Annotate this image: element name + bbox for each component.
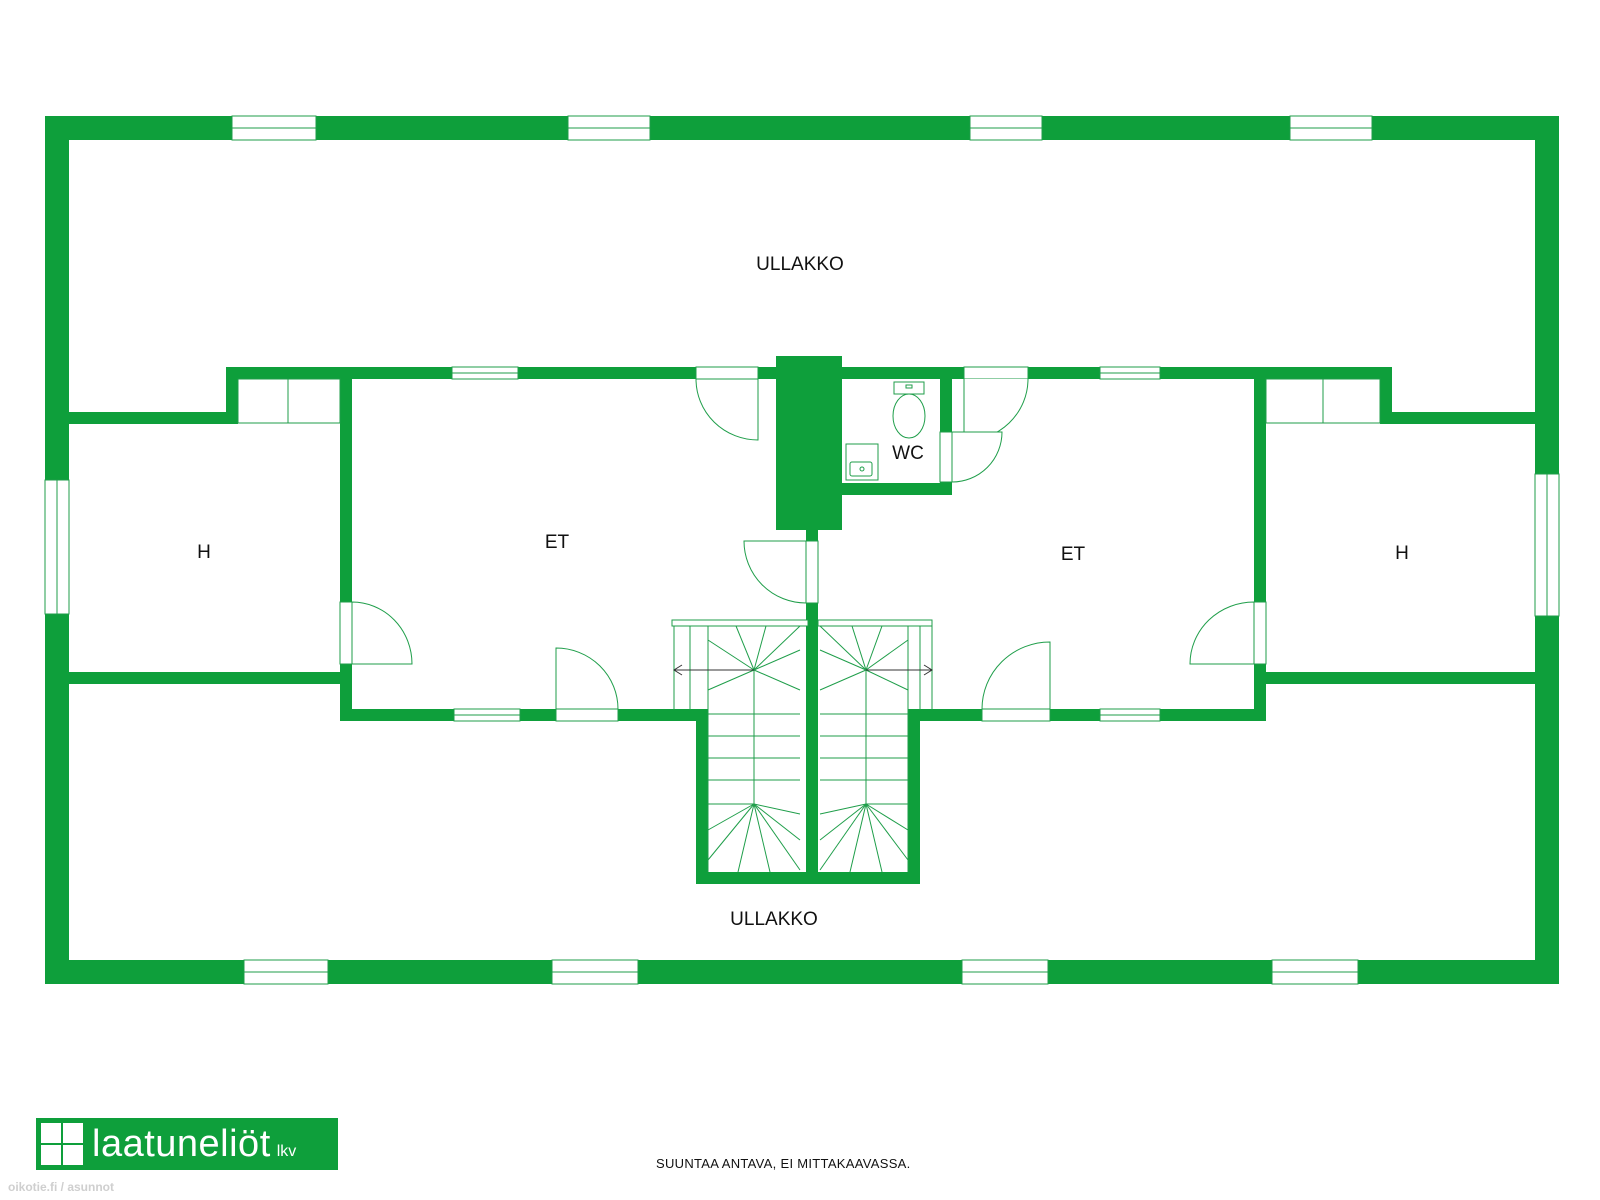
- stair-wall-bottom: [696, 872, 920, 884]
- wall-hall-right-bottom: [920, 709, 1266, 721]
- wc-fixtures: [845, 381, 926, 481]
- room-label-hall-left: ET: [545, 532, 570, 553]
- core-wall-notch-right: [1380, 367, 1392, 416]
- door-swing: [743, 540, 807, 604]
- stair-wall-right: [908, 709, 920, 884]
- scale-disclaimer: SUUNTAA ANTAVA, EI MITTAKAAVASSA.: [656, 1156, 911, 1171]
- wall-hall-left-outer: [340, 379, 352, 721]
- door-opening: [555, 708, 619, 722]
- wardrobe-left: [237, 378, 341, 424]
- stairs: [671, 619, 933, 873]
- wall-bedroom-left-bottom: [69, 672, 340, 684]
- wall-bedroom-right-bottom: [1266, 672, 1535, 684]
- flush-button: [905, 384, 913, 389]
- watermark: oikotie.fi / asunnot: [8, 1180, 115, 1194]
- door-opening: [1253, 601, 1267, 665]
- logo-squares-icon: [38, 1120, 86, 1168]
- room-label-bedroom-right: H: [1395, 543, 1409, 564]
- chimney: [776, 356, 842, 530]
- door-swing: [351, 601, 413, 665]
- door-swing: [695, 378, 759, 441]
- door-opening: [695, 366, 759, 380]
- stair-wall-left: [696, 709, 708, 884]
- brand-suffix: lkv: [276, 1143, 297, 1160]
- door-opening: [963, 366, 1029, 380]
- door-swing: [555, 647, 619, 710]
- stair-railing-left: [671, 619, 809, 627]
- doors: [339, 366, 1267, 722]
- door-opening: [981, 708, 1051, 722]
- room-label-wc: WC: [892, 443, 924, 464]
- stair-railing-right: [817, 619, 933, 627]
- wc-wall-bottom: [842, 483, 952, 495]
- wardrobes: [237, 378, 1381, 424]
- door-swing: [951, 431, 1003, 483]
- door-swing: [1189, 601, 1255, 665]
- wall-hall-right-outer: [1254, 379, 1266, 721]
- door-opening: [339, 601, 353, 665]
- room-label-attic-bottom: ULLAKKO: [730, 909, 818, 930]
- door-opening: [805, 540, 819, 604]
- door-swing: [981, 641, 1051, 710]
- brand-name: laatuneliöt: [92, 1123, 271, 1165]
- room-label-attic-top: ULLAKKO: [756, 254, 844, 275]
- toilet-bowl: [892, 393, 926, 439]
- door-opening: [939, 431, 953, 483]
- wall-bedroom-left-top: [69, 412, 238, 424]
- room-label-hall-right: ET: [1061, 544, 1086, 565]
- room-label-bedroom-left: H: [197, 542, 211, 563]
- core-wall-notch-left: [226, 367, 238, 416]
- hall-divider: [806, 530, 818, 878]
- sink-drain: [859, 466, 865, 472]
- brand-logo: laatuneliöt lkv: [36, 1118, 338, 1170]
- window-glass-lines: [56, 127, 1548, 973]
- wall-bedroom-right-top: [1380, 412, 1535, 424]
